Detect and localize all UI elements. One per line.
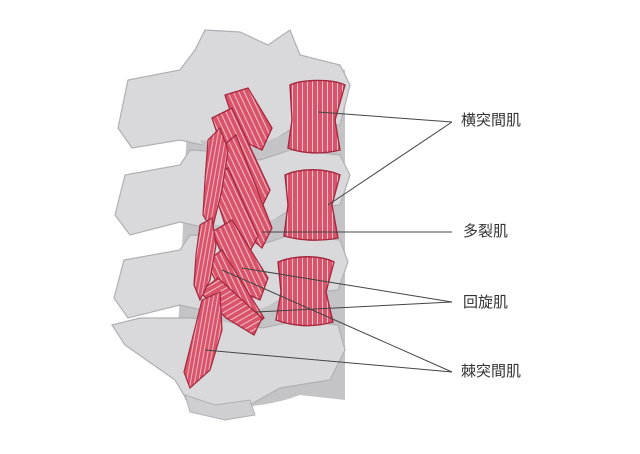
interspinalis-lower: [183, 291, 223, 390]
vertebra-4: [111, 317, 346, 411]
leader-rotatores-b: [255, 301, 453, 313]
intertransversarius-2: [283, 169, 341, 241]
leader-intertransversarii-b: [327, 121, 453, 206]
label-intertransversarii: 横突間肌: [461, 111, 522, 129]
label-interspinales: 棘突間肌: [461, 362, 522, 380]
vertebra-lower-process: [184, 394, 256, 421]
leader-rotatores-a: [241, 267, 453, 303]
multifidus-rotatores-muscles: [199, 87, 273, 336]
label-multifidus: 多裂肌: [463, 222, 509, 240]
leader-intertransversarii-a: [317, 111, 453, 123]
leader-interspinales-b: [204, 349, 453, 373]
interspinalis-upper: [202, 126, 229, 232]
interspinales-muscles: [183, 126, 229, 390]
label-rotatores: 回旋肌: [463, 293, 509, 311]
interspinalis-middle: [193, 217, 217, 302]
leader-interspinales-a: [221, 269, 453, 373]
intertransversarius-1: [287, 79, 346, 154]
leader-lines: [204, 111, 453, 373]
intertransversarii-muscles: [275, 79, 346, 327]
